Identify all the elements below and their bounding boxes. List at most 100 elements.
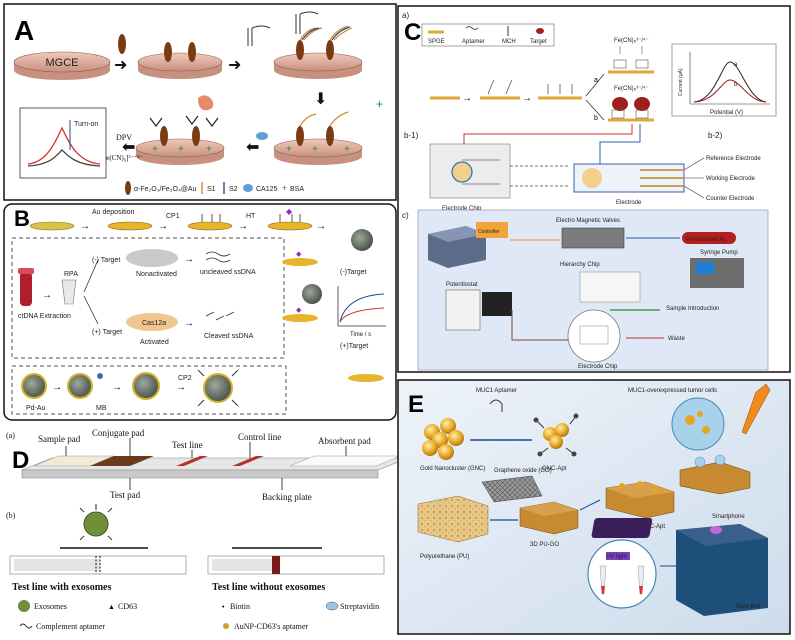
hierarchy-chip xyxy=(579,271,641,303)
valve-block xyxy=(561,227,625,249)
chip-zoom xyxy=(567,309,621,363)
electrode-step-2 xyxy=(137,42,223,79)
test-line-strip xyxy=(176,456,208,466)
arrow-b6: → xyxy=(184,254,194,265)
arrow-b4: → xyxy=(316,221,326,232)
control-line-label: Control line xyxy=(238,432,281,442)
absorbent-pad-label: Absorbent pad xyxy=(318,436,371,446)
gnc-apt-label: GNC-Apt xyxy=(542,466,567,472)
probe-np-icon xyxy=(302,284,322,304)
nonactivated-label: Nonactivated xyxy=(136,271,177,278)
ca125-cluster-icon xyxy=(198,95,214,111)
hierarchy-label: Hierarchy Chip xyxy=(560,262,600,268)
n2-cylinder: Pressurized N₂ xyxy=(682,232,736,244)
sub-b: (b) xyxy=(6,511,16,520)
arrow-b2: → xyxy=(158,221,168,232)
cas-active xyxy=(126,313,178,331)
legend-c-0: SPGE xyxy=(428,39,445,45)
panel-a-letter: A xyxy=(14,15,34,46)
svg-text:a: a xyxy=(594,77,598,84)
panel-b-frame xyxy=(3,203,397,421)
legend-a-2: S2 xyxy=(229,186,238,193)
dark-box xyxy=(591,518,768,616)
cleaved-label: Cleaved ssDNA xyxy=(204,333,254,340)
neg-target-right: (-)Target xyxy=(340,269,367,276)
au-deposition: Au deposition xyxy=(92,209,135,216)
aptamer-sensor: → → ab Fe(CN)₆³⁻/⁴⁻ Fe(CN)₆³⁻/⁴⁻ xyxy=(430,37,654,122)
electrode-step-4: +++ xyxy=(273,111,363,165)
cv-inset: a b Current (µA) Potential (V) xyxy=(671,43,777,117)
electrode-step-3 xyxy=(273,25,363,79)
valves-label: Electro Magnetic Valves xyxy=(556,218,620,224)
muc1-aptamer-label: MUC1 Aptamer xyxy=(476,388,517,394)
aptamer-icon xyxy=(489,399,503,412)
strand-icon-2 xyxy=(295,11,319,34)
svg-text:→: → xyxy=(522,93,532,104)
arrow-b5: → xyxy=(42,290,52,301)
svg-text:▲: ▲ xyxy=(108,604,115,611)
svg-text:→: → xyxy=(52,382,62,393)
time-axis: Time / s xyxy=(350,332,371,338)
pos-target-right: (+)Target xyxy=(340,343,368,350)
controller-icon: Controller xyxy=(428,222,508,268)
legend-d-4: Complement aptamer xyxy=(36,622,105,631)
tumor-cell xyxy=(671,397,725,451)
b2-label: b-2) xyxy=(708,131,723,140)
panel-d-letter: D xyxy=(12,447,29,474)
pu-foam xyxy=(417,495,489,543)
panel-e: E Gold Nanocluster (GNC) MUC1 Aptamer GN… xyxy=(397,379,791,635)
uncleaved-label: uncleaved ssDNA xyxy=(200,269,256,276)
working-label: Working Electrode xyxy=(706,176,756,182)
test-line-label: Test line xyxy=(172,440,203,450)
tube-icon xyxy=(18,268,34,306)
legend-c-3: Target xyxy=(530,39,547,45)
connector-blue xyxy=(599,124,641,172)
uv-label: UV light xyxy=(606,554,627,560)
inset-title: Turn-on xyxy=(74,121,98,128)
pu-go-gnc-apt xyxy=(605,481,675,519)
panel-e-letter: E xyxy=(408,391,424,418)
gold-nanocluster xyxy=(422,418,464,460)
screen-printed-electrode: Electrode Reference Electrode Working El… xyxy=(573,156,761,206)
pd-au-label: Pd-Au xyxy=(26,405,46,412)
cp1-label: CP1 xyxy=(166,213,180,220)
ca125-icon xyxy=(256,132,268,140)
syringe-pump: Syringe Pump xyxy=(690,250,744,288)
electrode-step-1: MGCE xyxy=(13,51,111,80)
lateral-flow-strip xyxy=(21,455,409,479)
conjugate-pad-label: Conjugate pad xyxy=(92,428,145,438)
legend-d-2: Biotin xyxy=(230,602,250,611)
muc1-cells-label: MUC1-overexpressed tumor cells xyxy=(628,388,717,394)
svg-text:→: → xyxy=(112,382,122,393)
arrow-a5: ⬅ xyxy=(122,139,135,156)
panel-b-letter: B xyxy=(14,206,30,231)
svg-text:+: + xyxy=(344,144,350,155)
exosome-icon xyxy=(79,504,113,541)
conjugate-pad xyxy=(90,456,154,466)
arrow-b3: → xyxy=(238,221,248,232)
control-line-strip xyxy=(232,456,264,466)
svg-text:+: + xyxy=(282,183,287,193)
electrode-label-c: Electrode xyxy=(616,200,642,206)
cv-ylabel: Current (µA) xyxy=(678,68,684,96)
svg-text:◆: ◆ xyxy=(296,251,302,258)
legend-a-3: CA125 xyxy=(256,186,278,193)
activated-label: Activated xyxy=(140,339,169,346)
eppendorf-icon xyxy=(61,279,77,305)
mb-label: MB xyxy=(96,405,107,412)
arrow-a3-down: ⬇ xyxy=(314,91,327,108)
go-label: Graphene oxide (GO) xyxy=(494,468,552,474)
ht-label: HT xyxy=(246,213,256,220)
cells-on-foam xyxy=(679,454,751,495)
syringe-label: Syringe Pump xyxy=(700,250,738,256)
svg-text:→: → xyxy=(462,93,472,104)
cas-label: Cas12a xyxy=(142,320,166,327)
legend-a-0: α-Fe₂O₃/Fe₃O₄@Au xyxy=(134,186,197,193)
legend-a-4: BSA xyxy=(290,186,304,193)
electrode-label: MGCE xyxy=(46,57,79,69)
strand-icon xyxy=(247,25,271,46)
sample-intro-label: Sample Introduction xyxy=(666,306,719,312)
probe-np-top xyxy=(351,229,373,251)
curve-a: a xyxy=(734,62,738,68)
pipette-icon xyxy=(741,383,771,435)
